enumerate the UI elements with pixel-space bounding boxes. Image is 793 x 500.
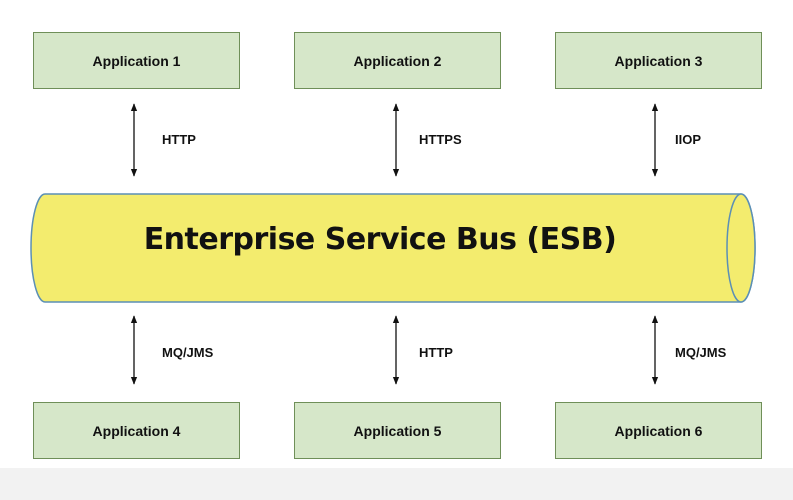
footer-strip bbox=[0, 468, 793, 500]
esb-title: Enterprise Service Bus (ESB) bbox=[143, 222, 617, 257]
application-2-box: Application 2 bbox=[294, 32, 501, 89]
application-3-label: Application 3 bbox=[614, 52, 703, 69]
application-4-box: Application 4 bbox=[33, 402, 240, 459]
protocol-label-app3: IIOP bbox=[675, 132, 702, 147]
application-6-label: Application 6 bbox=[614, 422, 703, 439]
application-4-label: Application 4 bbox=[92, 422, 181, 439]
application-6-box: Application 6 bbox=[555, 402, 762, 459]
application-2-label: Application 2 bbox=[353, 52, 442, 69]
application-5-box: Application 5 bbox=[294, 402, 501, 459]
protocol-label-app6: MQ/JMS bbox=[675, 345, 727, 360]
protocol-label-app1: HTTP bbox=[162, 132, 196, 147]
application-5-label: Application 5 bbox=[353, 422, 442, 439]
esb-cylinder-end-cap bbox=[726, 193, 756, 303]
protocol-label-app2: HTTPS bbox=[419, 132, 462, 147]
application-3-box: Application 3 bbox=[555, 32, 762, 89]
protocol-label-app4: MQ/JMS bbox=[162, 345, 214, 360]
application-1-label: Application 1 bbox=[92, 52, 181, 69]
application-1-box: Application 1 bbox=[33, 32, 240, 89]
protocol-label-app5: HTTP bbox=[419, 345, 453, 360]
